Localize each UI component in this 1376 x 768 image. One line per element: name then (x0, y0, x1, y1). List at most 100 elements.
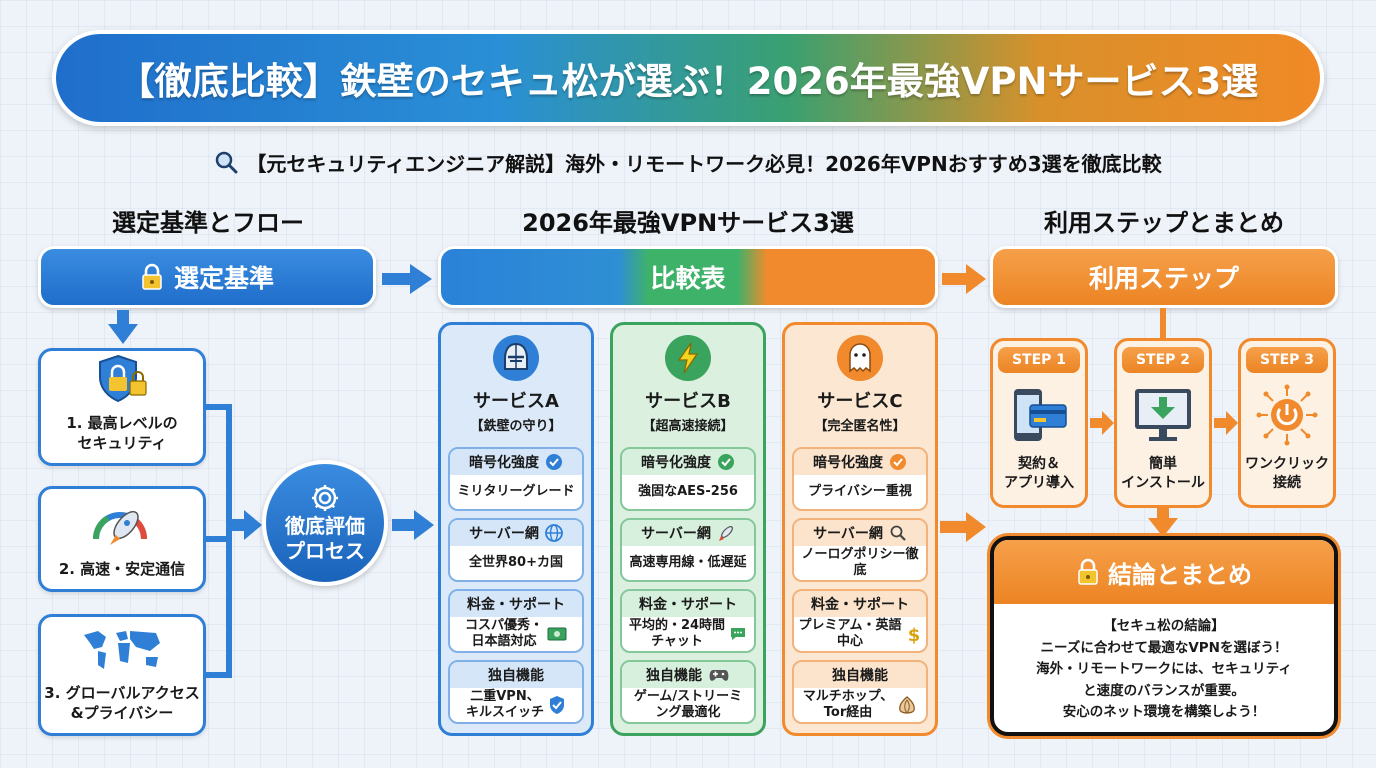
criteria-card-2: 2. 高速・安定通信 (38, 486, 206, 592)
service-c-name: サービスC (817, 391, 903, 412)
money-icon (547, 627, 567, 641)
criteria-1-line1: 1. 最高レベルの (66, 413, 178, 432)
feature-value: マルチホップ、 (802, 688, 894, 704)
arrow-right-icon (940, 512, 986, 542)
arrow-right-icon (382, 264, 432, 294)
criteria-3-line2: &プライバシー (70, 703, 174, 722)
feature-value: ミリタリーグレード (457, 483, 575, 499)
feature-value: 全世界80+カ国 (469, 554, 563, 570)
dollar-icon: $ (907, 625, 920, 644)
criteria-card-1: 1. 最高レベルの セキュリティ (38, 348, 206, 466)
feature-title: サーバー網 (813, 526, 883, 542)
service-b-tag: 【超高速接続】 (642, 419, 734, 434)
magnifier-icon (216, 151, 238, 174)
arrow-down-icon (1148, 506, 1178, 537)
feature-title: 独自機能 (488, 668, 544, 684)
shield-lock-icon (99, 354, 147, 402)
svg-text:$: $ (907, 625, 920, 644)
service-c-feature-pricing: 料金・サポート プレミアム・英語中心 $ (792, 589, 928, 653)
onion-icon (899, 696, 916, 714)
conclusion-box: 結論とまとめ 【セキュ松の結論】 ニーズに合わせて最適なVPNを選ぼう！ 海外・… (990, 536, 1338, 736)
connector-line (206, 672, 232, 678)
conclusion-line: 安心のネット環境を構築しよう！ (1062, 704, 1266, 721)
knight-helmet-icon (493, 335, 539, 381)
lock-icon (142, 263, 162, 290)
conclusion-line: 【セキュ松の結論】 (1103, 618, 1225, 634)
gamepad-icon (709, 670, 729, 681)
service-b-feature-unique: 独自機能 ゲーム/ストリーミング最適化 (620, 660, 756, 724)
subtitle-row: 【元セキュリティエンジニア解説】海外・リモートワーク必見！2026年VPNおすす… (0, 146, 1376, 178)
world-map-icon (84, 630, 160, 669)
connector-line (1160, 308, 1166, 340)
step-2-badge: STEP 2 (1122, 347, 1204, 373)
service-c-tag: 【完全匿名性】 (814, 419, 906, 434)
criteria-2-line1: 2. 高速・安定通信 (58, 559, 186, 578)
feature-value: ゲーム/ストリーミ (633, 688, 743, 704)
monitor-download-icon (1135, 389, 1191, 441)
arrow-right-icon (228, 510, 262, 540)
step-3-badge: STEP 3 (1246, 347, 1328, 373)
feature-title: 料金・サポート (467, 597, 565, 613)
feature-title: 独自機能 (832, 668, 888, 684)
service-b-feature-encryption: 暗号化強度 強固なAES-256 (620, 447, 756, 511)
feature-value: Tor経由 (823, 705, 873, 720)
lock-icon (1078, 558, 1098, 585)
service-a-feature-pricing: 料金・サポート コスパ優秀・日本語対応 (448, 589, 584, 653)
ghost-icon (837, 335, 883, 381)
service-c-feature-unique: 独自機能 マルチホップ、Tor経由 (792, 660, 928, 724)
service-c-feature-servers: サーバー網 ノーログポリシー徹底 (792, 518, 928, 582)
feature-value: コスパ優秀・ (464, 617, 543, 633)
service-c-column: サービスC 【完全匿名性】 暗号化強度 プライバシー重視 サーバー網 ノーログポ… (782, 322, 938, 736)
compare-header: 比較表 (438, 246, 938, 308)
criteria-header-label: 選定基準 (173, 264, 274, 293)
step-3-box: STEP 3 ワンクリック 接続 (1238, 338, 1336, 508)
criteria-3-line1: 3. グローバルアクセス (44, 683, 200, 702)
criteria-1-line2: セキュリティ (77, 433, 167, 452)
feature-title: サーバー網 (641, 526, 711, 542)
check-circle-icon (890, 454, 906, 470)
feature-value: ノーログポリシー徹底 (801, 546, 919, 578)
step-1-badge: STEP 1 (998, 347, 1080, 373)
gear-icon (312, 485, 338, 511)
arrow-right-icon (392, 510, 434, 540)
feature-title: 料金・サポート (639, 597, 737, 613)
process-line1: 徹底評価 (285, 514, 365, 538)
feature-value: 強固なAES-256 (638, 483, 738, 499)
feature-value: 高速専用線・低遅延 (629, 554, 747, 570)
check-circle-icon (718, 454, 734, 470)
main-title-banner: 【徹底比較】鉄壁のセキュ松が選ぶ！2026年最強VPNサービス3選 (52, 30, 1324, 126)
steps-header: 利用ステップ (990, 246, 1338, 308)
step-1-box: STEP 1 契約＆ アプリ導入 (990, 338, 1088, 508)
service-b-feature-servers: サーバー網 高速専用線・低遅延 (620, 518, 756, 582)
step-3-line1: ワンクリック (1245, 456, 1329, 472)
arrow-down-icon (108, 310, 138, 344)
feature-title: サーバー網 (469, 526, 539, 542)
service-a-feature-encryption: 暗号化強度 ミリタリーグレード (448, 447, 584, 511)
conclusion-title: 結論とまとめ (1108, 560, 1252, 589)
feature-value: チャット (651, 634, 703, 649)
evaluation-process-circle: 徹底評価 プロセス (262, 460, 388, 586)
main-title: 【徹底比較】鉄壁のセキュ松が選ぶ！2026年最強VPNサービス3選 (117, 60, 1259, 103)
connector-line (226, 404, 232, 678)
conclusion-line: と速度のバランスが重要。 (1083, 682, 1245, 699)
feature-title: 暗号化強度 (469, 455, 539, 471)
lightning-icon (665, 335, 711, 381)
step-1-line1: 契約＆ (1018, 456, 1060, 472)
shield-check-icon (550, 696, 564, 714)
feature-value: 中心 (836, 634, 863, 649)
conclusion-line: 海外・リモートワークには、セキュリティ (1036, 661, 1292, 678)
section-heading-middle: 2026年最強VPNサービス3選 (522, 208, 854, 237)
feature-value: 日本語対応 (471, 634, 537, 649)
step-3-line2: 接続 (1273, 474, 1301, 491)
arrow-right-icon (1214, 411, 1238, 435)
subtitle-text: 【元セキュリティエンジニア解説】海外・リモートワーク必見！2026年VPNおすす… (246, 151, 1162, 176)
phone-card-icon (1014, 389, 1067, 441)
service-b-column: サービスB 【超高速接続】 暗号化強度 強固なAES-256 サーバー網 高速専… (610, 322, 766, 736)
check-circle-icon (546, 454, 562, 470)
service-b-feature-pricing: 料金・サポート 平均的・24時間チャット (620, 589, 756, 653)
criteria-card-3: 3. グローバルアクセス &プライバシー (38, 614, 206, 736)
conclusion-header: 結論とまとめ (994, 540, 1334, 604)
feature-value: プレミアム・英語 (798, 617, 902, 633)
step-2-line2: インストール (1121, 474, 1205, 491)
connector-line (206, 536, 232, 542)
